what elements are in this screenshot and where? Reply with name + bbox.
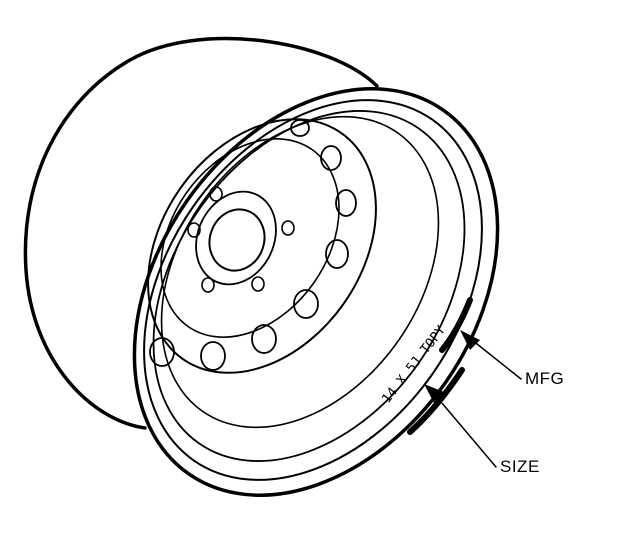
vent-hole [335, 189, 357, 217]
rim-flange [152, 110, 466, 462]
vent-hole [149, 337, 175, 367]
mfg-callout-label: MFG [525, 369, 565, 388]
vent-hole [320, 145, 342, 171]
rim-well [160, 115, 440, 429]
tire-back-outline [23, 36, 379, 430]
lug-hole [201, 277, 215, 293]
lug-hole [281, 220, 295, 236]
rim-outer-lip [132, 87, 500, 497]
rim-band-lower [407, 367, 465, 435]
lug-hole [251, 276, 265, 292]
wheel-disc [147, 118, 377, 374]
vent-hole [290, 119, 310, 137]
hub-outer [195, 190, 277, 286]
mfg-arrowhead [460, 330, 480, 350]
vent-hole [251, 324, 277, 354]
rim-inner-edge [143, 99, 483, 481]
lug-hole [187, 222, 201, 238]
size-leader-line [435, 395, 497, 468]
vent-hole [200, 341, 226, 371]
center-bore [208, 208, 266, 272]
size-arrowhead [424, 384, 444, 403]
vent-holes [149, 119, 357, 371]
wheel-disc-inner [160, 138, 340, 338]
lug-holes [187, 186, 295, 293]
size-callout-label: SIZE [500, 457, 540, 476]
rim-band-upper [439, 297, 473, 353]
vent-hole [325, 239, 349, 269]
lug-hole [209, 186, 223, 202]
mfg-leader-line [471, 339, 522, 380]
vent-hole [293, 289, 319, 319]
